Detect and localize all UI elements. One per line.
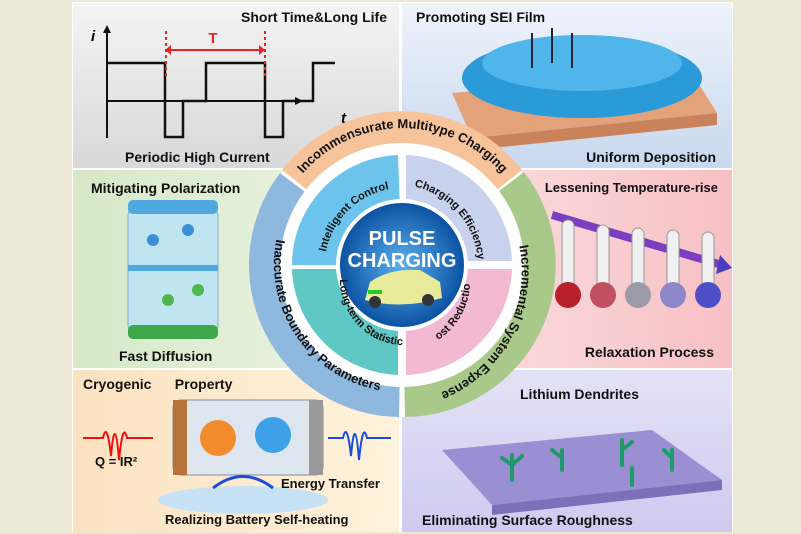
dendrite-surface-illustration (442, 430, 722, 515)
panel-title: Lithium Dendrites (520, 386, 640, 402)
panel-caption: Fast Diffusion (119, 348, 213, 364)
car-icon (365, 269, 442, 308)
core-title-line2: CHARGING (348, 250, 457, 272)
x-axis-label: t (341, 110, 347, 127)
pulse-waveform: T i t (91, 25, 347, 139)
panel-dendrites: Lithium Dendrites Eliminating Surface Ro… (402, 370, 732, 532)
panel-caption: Periodic High Current (125, 149, 270, 165)
panel-title: Cryogenic Property (83, 376, 233, 392)
battery-diffusion-illustration (127, 200, 219, 339)
figure-frame: Short Time&Long Life T i t Periodic High… (72, 2, 733, 532)
panel-caption: Eliminating Surface Roughness (422, 512, 633, 528)
period-label: T (208, 30, 217, 47)
panel-sei-film: Promoting SEI Film Uniform Deposition (402, 3, 732, 168)
panel-caption: Uniform Deposition (586, 149, 716, 165)
self-heating-illustration (83, 399, 391, 514)
formula-label: Q = IR² (95, 454, 138, 469)
core-title-line1: PULSE (369, 228, 436, 250)
energy-transfer-label: Energy Transfer (281, 476, 380, 491)
thermometer-icons (555, 219, 721, 308)
panel-title: Short Time&Long Life (241, 9, 387, 25)
panel-title: Lessening Temperature-rise (544, 180, 718, 195)
thermometers-illustration (550, 211, 732, 308)
panel-caption: Realizing Battery Self-heating (165, 512, 349, 527)
panel-self-heating: Cryogenic Property Q = IR² Energy Transf… (73, 370, 399, 532)
panel-caption: Relaxation Process (584, 344, 714, 360)
y-axis-label: i (91, 28, 96, 45)
panel-title: Mitigating Polarization (91, 180, 241, 196)
panel-title: Promoting SEI Film (416, 9, 546, 25)
sei-deposition-illustration (452, 28, 717, 150)
